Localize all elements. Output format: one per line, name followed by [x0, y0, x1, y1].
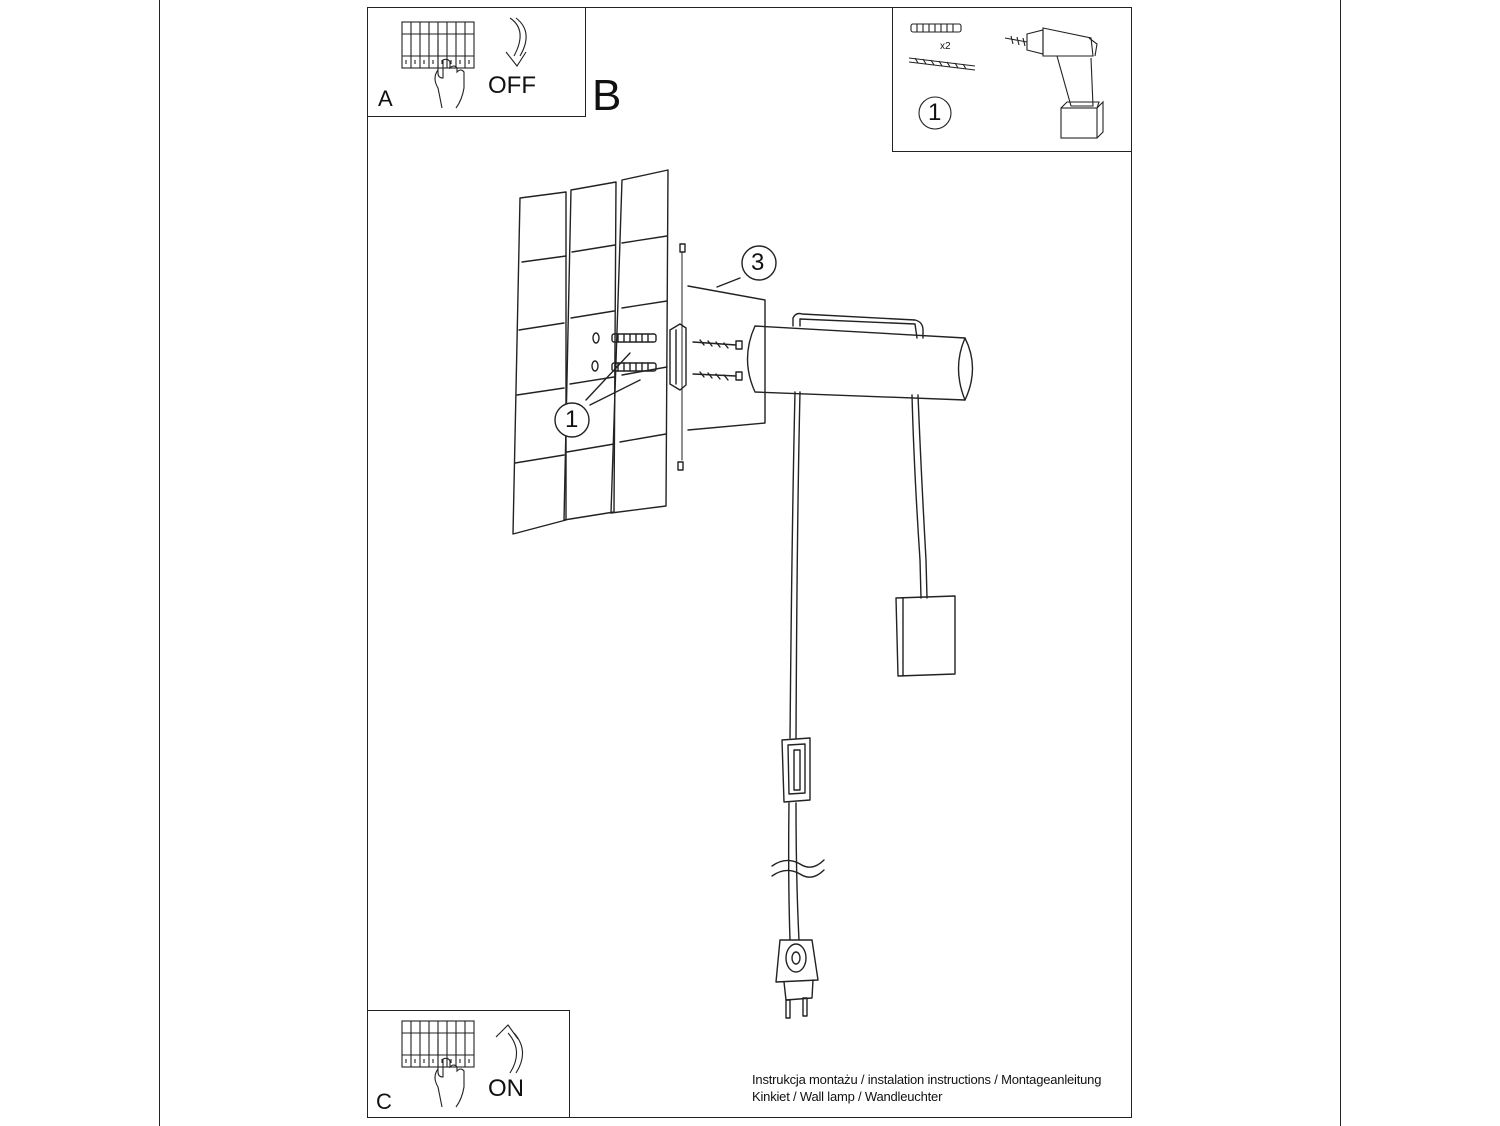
footer-product-name: Kinkiet / Wall lamp / Wandleuchter [752, 1089, 943, 1104]
callout-wall-plugs-number: 1 [565, 406, 579, 433]
footer-instructions-title: Instrukcja montażu / instalation instruc… [752, 1072, 1102, 1087]
breaker-box-icon [401, 1020, 524, 1108]
part-number-circle [918, 96, 952, 130]
arrow-up-icon [495, 1024, 524, 1074]
drill-icon [1004, 27, 1104, 139]
callout-mount-plate-number: 3 [751, 249, 765, 276]
anchor-count-label: x2 [940, 41, 951, 52]
anchor-plug-icon [910, 23, 962, 33]
screw-icon [908, 57, 976, 71]
wall-tiles [512, 169, 669, 535]
tools-panel: x2 1 [892, 7, 1132, 152]
step-b-letter: B [592, 71, 622, 120]
tools-icons [908, 23, 1104, 139]
instruction-sheet [367, 7, 1132, 1118]
lamp-body [746, 312, 974, 401]
step-a-panel: A OFF [367, 7, 586, 117]
arrow-down-icon [505, 17, 527, 67]
pendant-socket [895, 394, 956, 677]
step-a-off-label: OFF [488, 72, 536, 99]
step-c-on-label: ON [488, 1075, 524, 1102]
tools-part-number: 1 [928, 99, 942, 126]
wall-plugs [585, 277, 743, 406]
step-a-letter: A [378, 86, 393, 111]
step-c-letter: C [376, 1089, 392, 1114]
page-border-left [159, 0, 160, 1126]
mounting-plate [669, 243, 766, 471]
power-cord [771, 391, 825, 1019]
page-border-right [1340, 0, 1341, 1126]
step-c-panel: C ON [367, 1010, 570, 1118]
breaker-box-icon [401, 17, 527, 109]
